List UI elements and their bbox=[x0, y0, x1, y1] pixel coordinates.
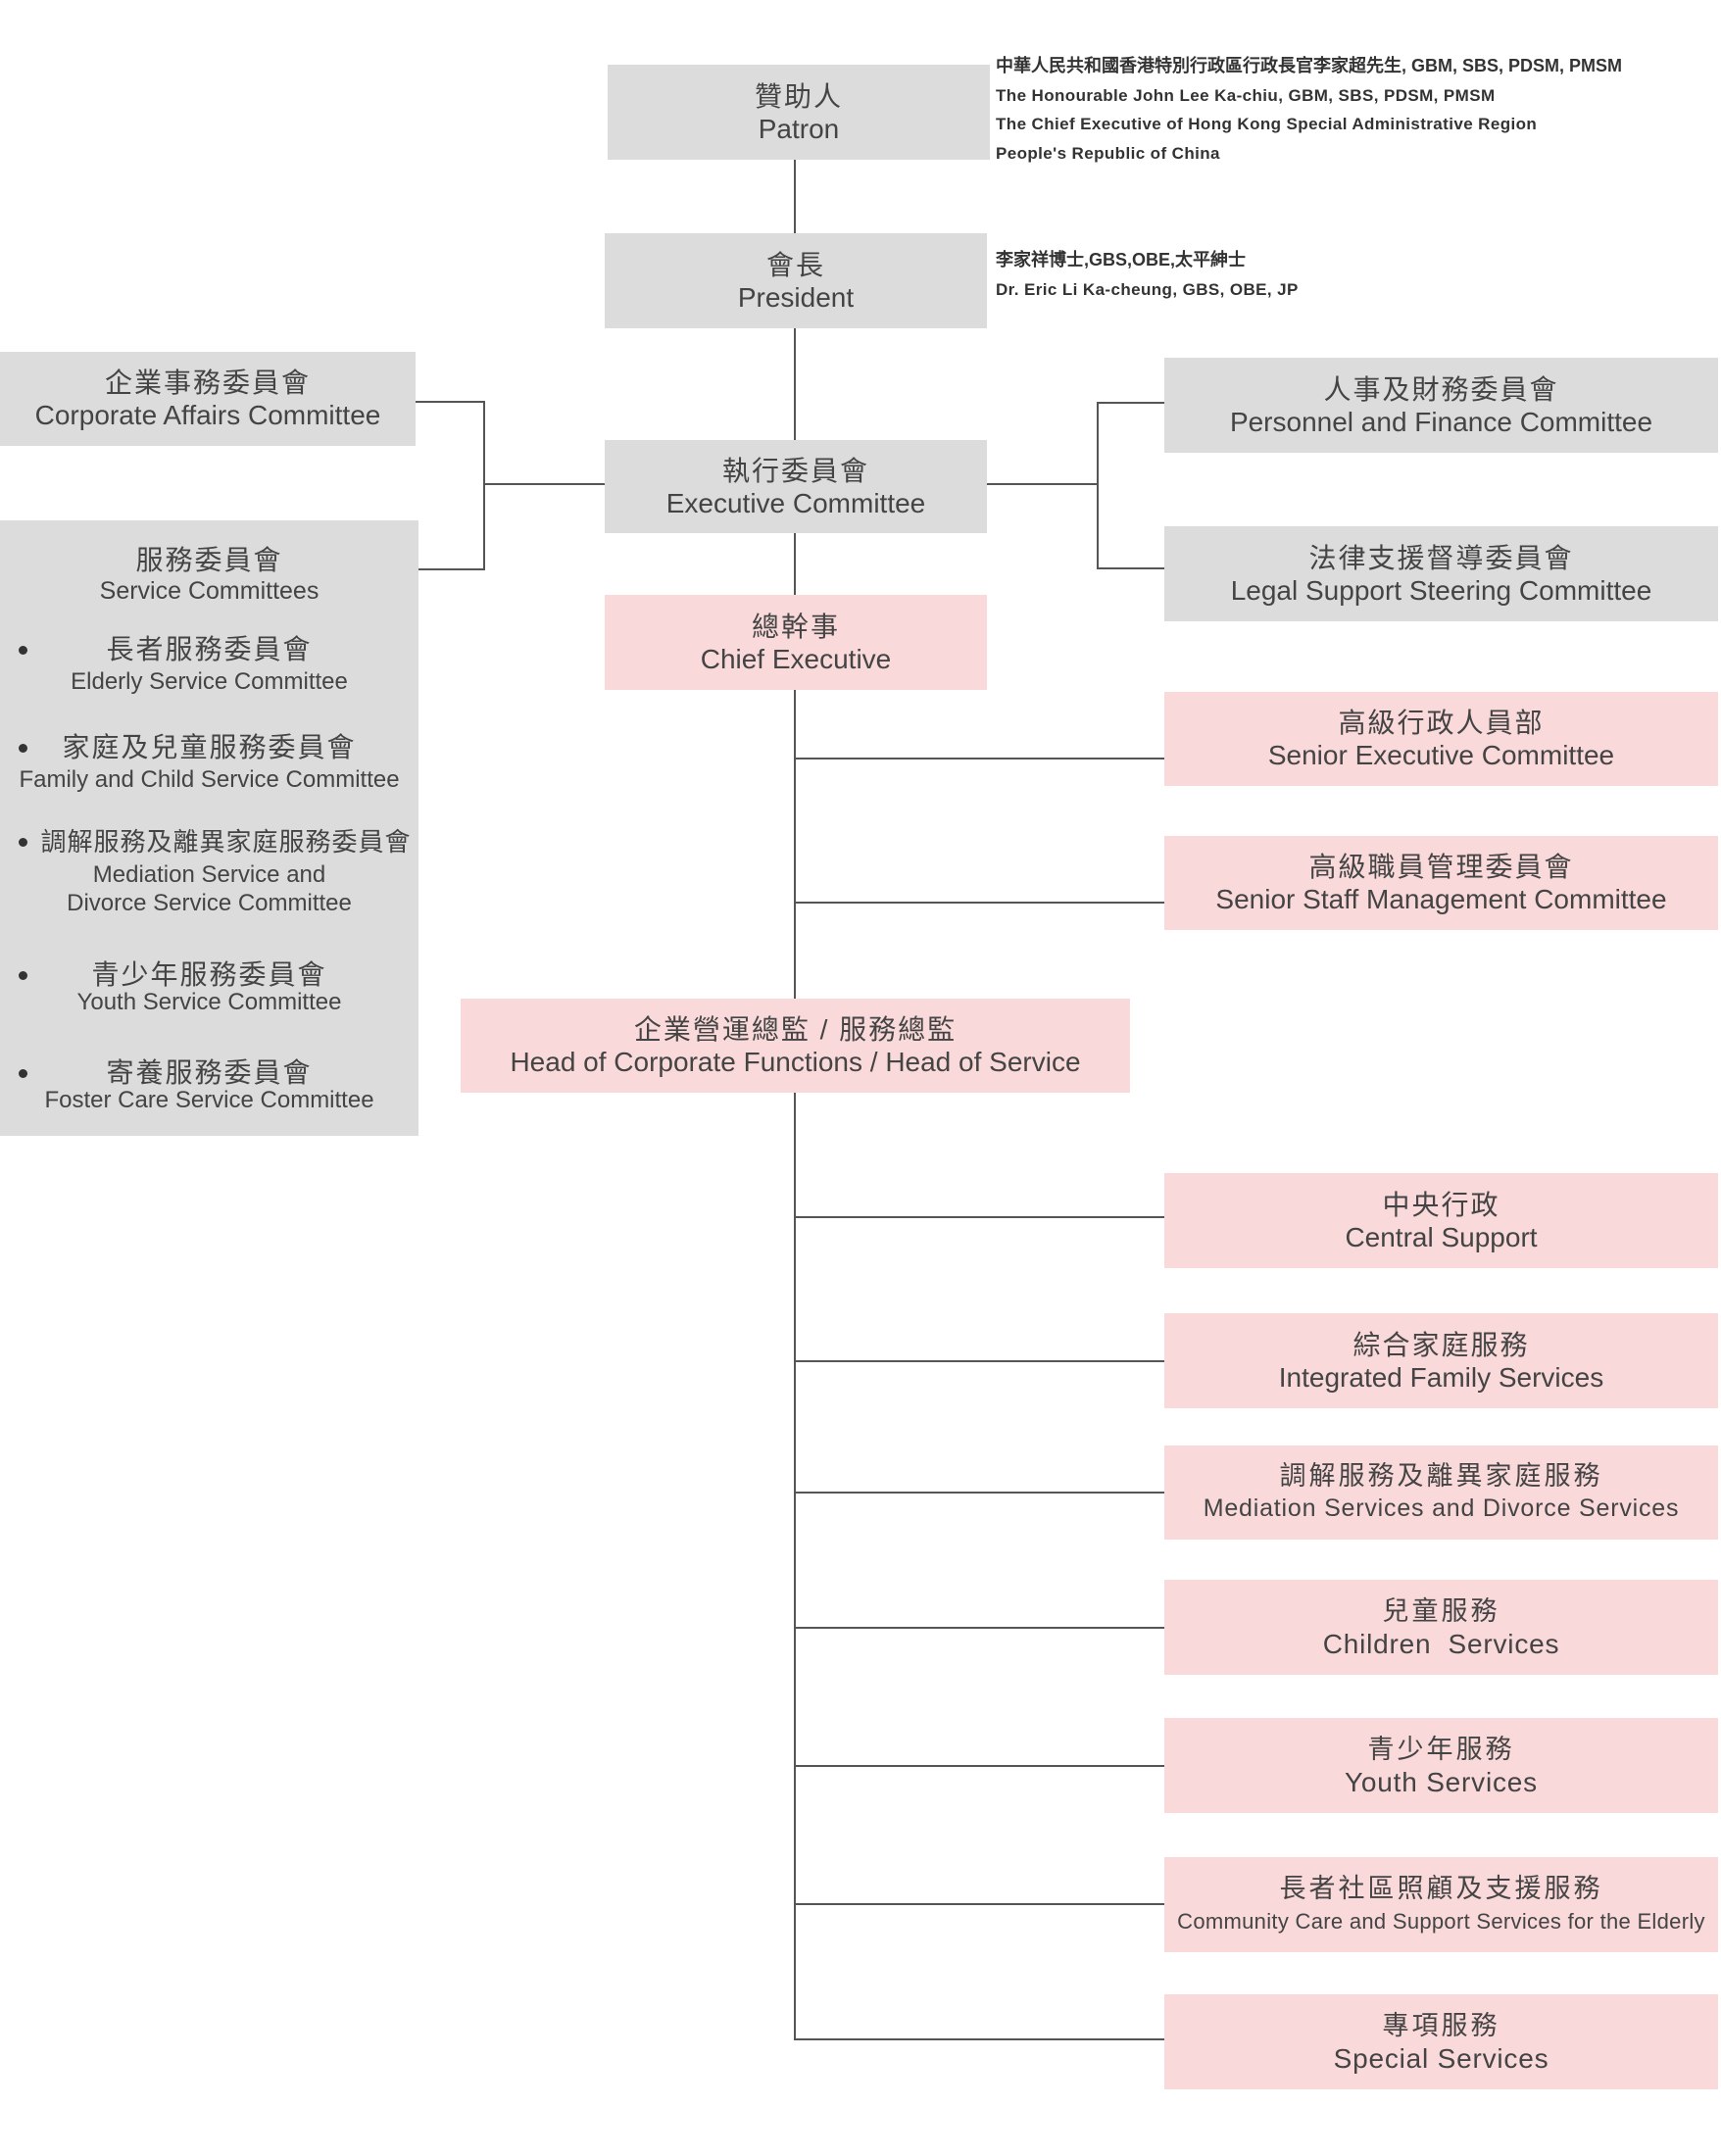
service-committee-item-zh: 家庭及兒童服務委員會 bbox=[62, 732, 357, 762]
patron-title-en: Patron bbox=[758, 113, 840, 144]
service-en: Integrated Family Services bbox=[1278, 1361, 1604, 1393]
head-of-corporate-functions-en: Head of Corporate Functions / Head of Se… bbox=[510, 1047, 1081, 1077]
bullet-icon bbox=[19, 971, 27, 980]
head-of-corporate-functions-zh: 企業營運總監 / 服務總監 bbox=[633, 1014, 958, 1045]
corporate-affairs-committee-box: 企業事務委員會 Corporate Affairs Committee bbox=[0, 352, 416, 446]
service-box-central-support: 中央行政 Central Support bbox=[1164, 1173, 1718, 1268]
service-box-children: 兒童服務 Children Services bbox=[1164, 1580, 1718, 1675]
service-committee-item-en: Foster Care Service Committee bbox=[44, 1087, 374, 1113]
bullet-icon bbox=[19, 744, 27, 753]
senior-staff-management-committee-box: 高級職員管理委員會 Senior Staff Management Commit… bbox=[1164, 836, 1718, 930]
patron-box: 贊助人 Patron bbox=[608, 65, 990, 160]
service-zh: 綜合家庭服務 bbox=[1352, 1329, 1530, 1360]
patron-info-line: The Chief Executive of Hong Kong Special… bbox=[996, 115, 1538, 134]
patron-info-line: The Honourable John Lee Ka-chiu, GBM, SB… bbox=[996, 85, 1496, 105]
chief-executive-en: Chief Executive bbox=[700, 643, 892, 674]
service-box-mediation-divorce: 調解服務及離異家庭服務 Mediation Services and Divor… bbox=[1164, 1446, 1718, 1540]
executive-committee-box: 執行委員會 Executive Committee bbox=[605, 440, 987, 533]
president-info: 李家祥博士,GBS,OBE,太平紳士 Dr. Eric Li Ka-cheung… bbox=[996, 246, 1299, 304]
personnel-finance-en: Personnel and Finance Committee bbox=[1229, 406, 1653, 437]
senior-executive-en: Senior Executive Committee bbox=[1267, 740, 1615, 770]
legal-support-committee-box: 法律支援督導委員會 Legal Support Steering Committ… bbox=[1164, 526, 1718, 621]
patron-title-zh: 贊助人 bbox=[754, 80, 843, 112]
senior-executive-committee-box: 高級行政人員部 Senior Executive Committee bbox=[1164, 692, 1718, 786]
patron-info-line: People's Republic of China bbox=[996, 144, 1220, 164]
service-box-elderly-care: 長者社區照顧及支援服務 Community Care and Support S… bbox=[1164, 1857, 1718, 1952]
service-committee-item-zh: 長者服務委員會 bbox=[106, 634, 313, 664]
chief-executive-box: 總幹事 Chief Executive bbox=[605, 595, 987, 690]
service-en: Children Services bbox=[1322, 1628, 1560, 1659]
service-box-special: 專項服務 Special Services bbox=[1164, 1994, 1718, 2089]
service-committee-item-en: Youth Service Committee bbox=[76, 989, 342, 1015]
service-en: Mediation Services and Divorce Services bbox=[1203, 1494, 1680, 1522]
patron-info: 中華人民共和國香港特別行政區行政長官李家超先生, GBM, SBS, PDSM,… bbox=[996, 52, 1622, 169]
service-committee-item-zh: 青少年服務委員會 bbox=[91, 959, 327, 990]
service-committees-en: Service Committees bbox=[99, 577, 320, 605]
head-of-corporate-functions-box: 企業營運總監 / 服務總監 Head of Corporate Function… bbox=[461, 999, 1130, 1093]
service-committees-zh: 服務委員會 bbox=[135, 545, 283, 575]
corporate-affairs-zh: 企業事務委員會 bbox=[104, 368, 311, 398]
service-en: Central Support bbox=[1345, 1221, 1538, 1252]
senior-staff-zh: 高級職員管理委員會 bbox=[1308, 852, 1574, 882]
service-zh: 中央行政 bbox=[1382, 1189, 1500, 1220]
service-committee-item-en: Mediation Service and bbox=[92, 861, 326, 888]
service-box-integrated-family: 綜合家庭服務 Integrated Family Services bbox=[1164, 1313, 1718, 1408]
service-en: Community Care and Support Services for … bbox=[1177, 1908, 1705, 1934]
service-zh: 專項服務 bbox=[1382, 2010, 1500, 2040]
president-info-line: 李家祥博士,GBS,OBE,太平紳士 bbox=[996, 250, 1247, 270]
chief-executive-zh: 總幹事 bbox=[751, 611, 840, 642]
bullet-icon bbox=[19, 838, 27, 847]
service-committee-item-zh: 寄養服務委員會 bbox=[106, 1057, 313, 1088]
president-info-line: Dr. Eric Li Ka-cheung, GBS, OBE, JP bbox=[996, 279, 1299, 299]
personnel-finance-committee-box: 人事及財務委員會 Personnel and Finance Committee bbox=[1164, 358, 1718, 453]
legal-support-en: Legal Support Steering Committee bbox=[1230, 574, 1652, 606]
senior-executive-zh: 高級行政人員部 bbox=[1338, 708, 1545, 738]
bullet-icon bbox=[19, 1069, 27, 1078]
service-zh: 長者社區照顧及支援服務 bbox=[1279, 1873, 1603, 1903]
patron-info-line: 中華人民共和國香港特別行政區行政長官李家超先生, GBM, SBS, PDSM,… bbox=[996, 56, 1623, 75]
personnel-finance-zh: 人事及財務委員會 bbox=[1323, 373, 1559, 405]
service-zh: 調解服務及離異家庭服務 bbox=[1279, 1461, 1603, 1491]
corporate-affairs-en: Corporate Affairs Committee bbox=[34, 400, 381, 430]
service-committees-box: 服務委員會 Service Committees 長者服務委員會 Elderly… bbox=[0, 520, 418, 1136]
president-box: 會長 President bbox=[605, 233, 987, 328]
service-committee-item-en: Family and Child Service Committee bbox=[19, 766, 400, 793]
bullet-icon bbox=[19, 646, 27, 655]
executive-committee-zh: 執行委員會 bbox=[721, 455, 869, 486]
service-en: Youth Services bbox=[1345, 1766, 1538, 1797]
service-box-youth: 青少年服務 Youth Services bbox=[1164, 1718, 1718, 1813]
service-zh: 青少年服務 bbox=[1367, 1734, 1515, 1764]
legal-support-zh: 法律支援督導委員會 bbox=[1308, 542, 1574, 573]
senior-staff-en: Senior Staff Management Committee bbox=[1215, 884, 1667, 914]
service-committee-item-en: Elderly Service Committee bbox=[71, 668, 348, 695]
executive-committee-en: Executive Committee bbox=[665, 487, 926, 518]
service-committee-item-en: Divorce Service Committee bbox=[67, 890, 352, 916]
service-committee-item-zh: 調解服務及離異家庭服務委員會 bbox=[40, 827, 412, 857]
president-title-en: President bbox=[737, 281, 855, 313]
service-zh: 兒童服務 bbox=[1382, 1595, 1500, 1626]
service-en: Special Services bbox=[1333, 2042, 1549, 2074]
president-title-zh: 會長 bbox=[765, 249, 825, 280]
